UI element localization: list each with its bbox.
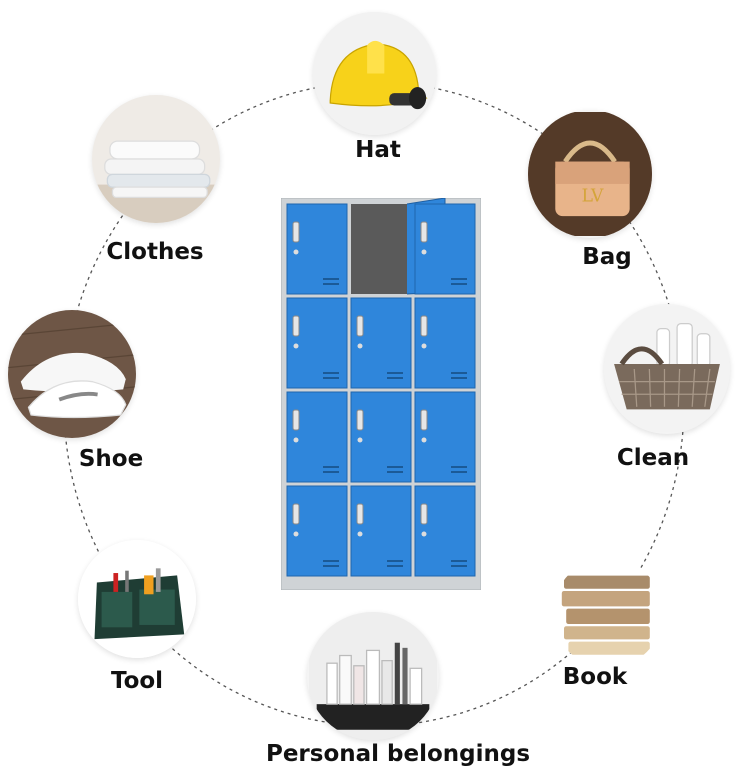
locker-door xyxy=(350,391,412,483)
vent-slot xyxy=(387,471,403,473)
locker-interior xyxy=(351,204,411,294)
door-handle xyxy=(292,315,300,337)
hard-hat-icon xyxy=(313,12,436,135)
vent-slot xyxy=(323,560,339,562)
cleaning-basket-icon xyxy=(604,304,730,434)
locker-door xyxy=(414,203,476,295)
locker-door xyxy=(286,203,348,295)
handbag-icon: LV xyxy=(528,110,652,238)
lock-icon xyxy=(357,437,363,443)
vent-slot xyxy=(323,471,339,473)
toiletries-icon xyxy=(307,612,439,740)
vent-slot xyxy=(323,377,339,379)
locker-cabinet xyxy=(281,198,481,590)
vent-slot xyxy=(323,372,339,374)
vent-slot xyxy=(451,565,467,567)
vent-slot xyxy=(451,372,467,374)
vent-slot xyxy=(323,565,339,567)
door-handle xyxy=(420,503,428,525)
vent-slot xyxy=(387,565,403,567)
label-bag: Bag xyxy=(582,244,632,270)
vent-slot xyxy=(451,560,467,562)
door-handle xyxy=(292,221,300,243)
book-stack-icon xyxy=(553,558,663,668)
vent-slot xyxy=(323,278,339,280)
vent-slot xyxy=(387,560,403,562)
lock-icon xyxy=(293,531,299,537)
locker-door xyxy=(414,485,476,577)
vent-slot xyxy=(451,466,467,468)
door-handle xyxy=(292,503,300,525)
svg-text:LV: LV xyxy=(581,186,603,206)
vent-slot xyxy=(451,377,467,379)
lock-icon xyxy=(421,531,427,537)
label-personal-belongings: Personal belongings xyxy=(265,741,531,767)
locker-door xyxy=(286,485,348,577)
locker-door xyxy=(414,297,476,389)
vent-slot xyxy=(323,283,339,285)
lock-icon xyxy=(421,437,427,443)
vent-slot xyxy=(387,372,403,374)
label-clothes: Clothes xyxy=(106,239,204,265)
label-shoe: Shoe xyxy=(78,446,144,472)
door-handle xyxy=(292,409,300,431)
lock-icon xyxy=(421,343,427,349)
label-book: Book xyxy=(562,664,628,690)
lock-icon xyxy=(357,531,363,537)
locker-door xyxy=(350,485,412,577)
vent-slot xyxy=(451,283,467,285)
label-tool: Tool xyxy=(110,668,164,694)
label-clean: Clean xyxy=(616,445,690,471)
vent-slot xyxy=(387,466,403,468)
lock-icon xyxy=(293,343,299,349)
vent-slot xyxy=(451,278,467,280)
door-handle xyxy=(356,315,364,337)
lock-icon xyxy=(357,343,363,349)
label-hat: Hat xyxy=(355,137,401,163)
locker-door xyxy=(286,297,348,389)
locker-door xyxy=(286,391,348,483)
lock-icon xyxy=(293,437,299,443)
door-handle xyxy=(420,409,428,431)
tool-bag-icon xyxy=(78,540,196,658)
lock-icon xyxy=(293,249,299,255)
folded-clothes-icon xyxy=(92,95,220,223)
door-handle xyxy=(420,221,428,243)
door-handle xyxy=(356,503,364,525)
sneakers-icon xyxy=(8,310,136,438)
vent-slot xyxy=(387,377,403,379)
lock-icon xyxy=(421,249,427,255)
door-handle xyxy=(356,409,364,431)
vent-slot xyxy=(451,471,467,473)
door-handle xyxy=(420,315,428,337)
locker-door xyxy=(414,391,476,483)
vent-slot xyxy=(323,466,339,468)
locker-door xyxy=(350,297,412,389)
